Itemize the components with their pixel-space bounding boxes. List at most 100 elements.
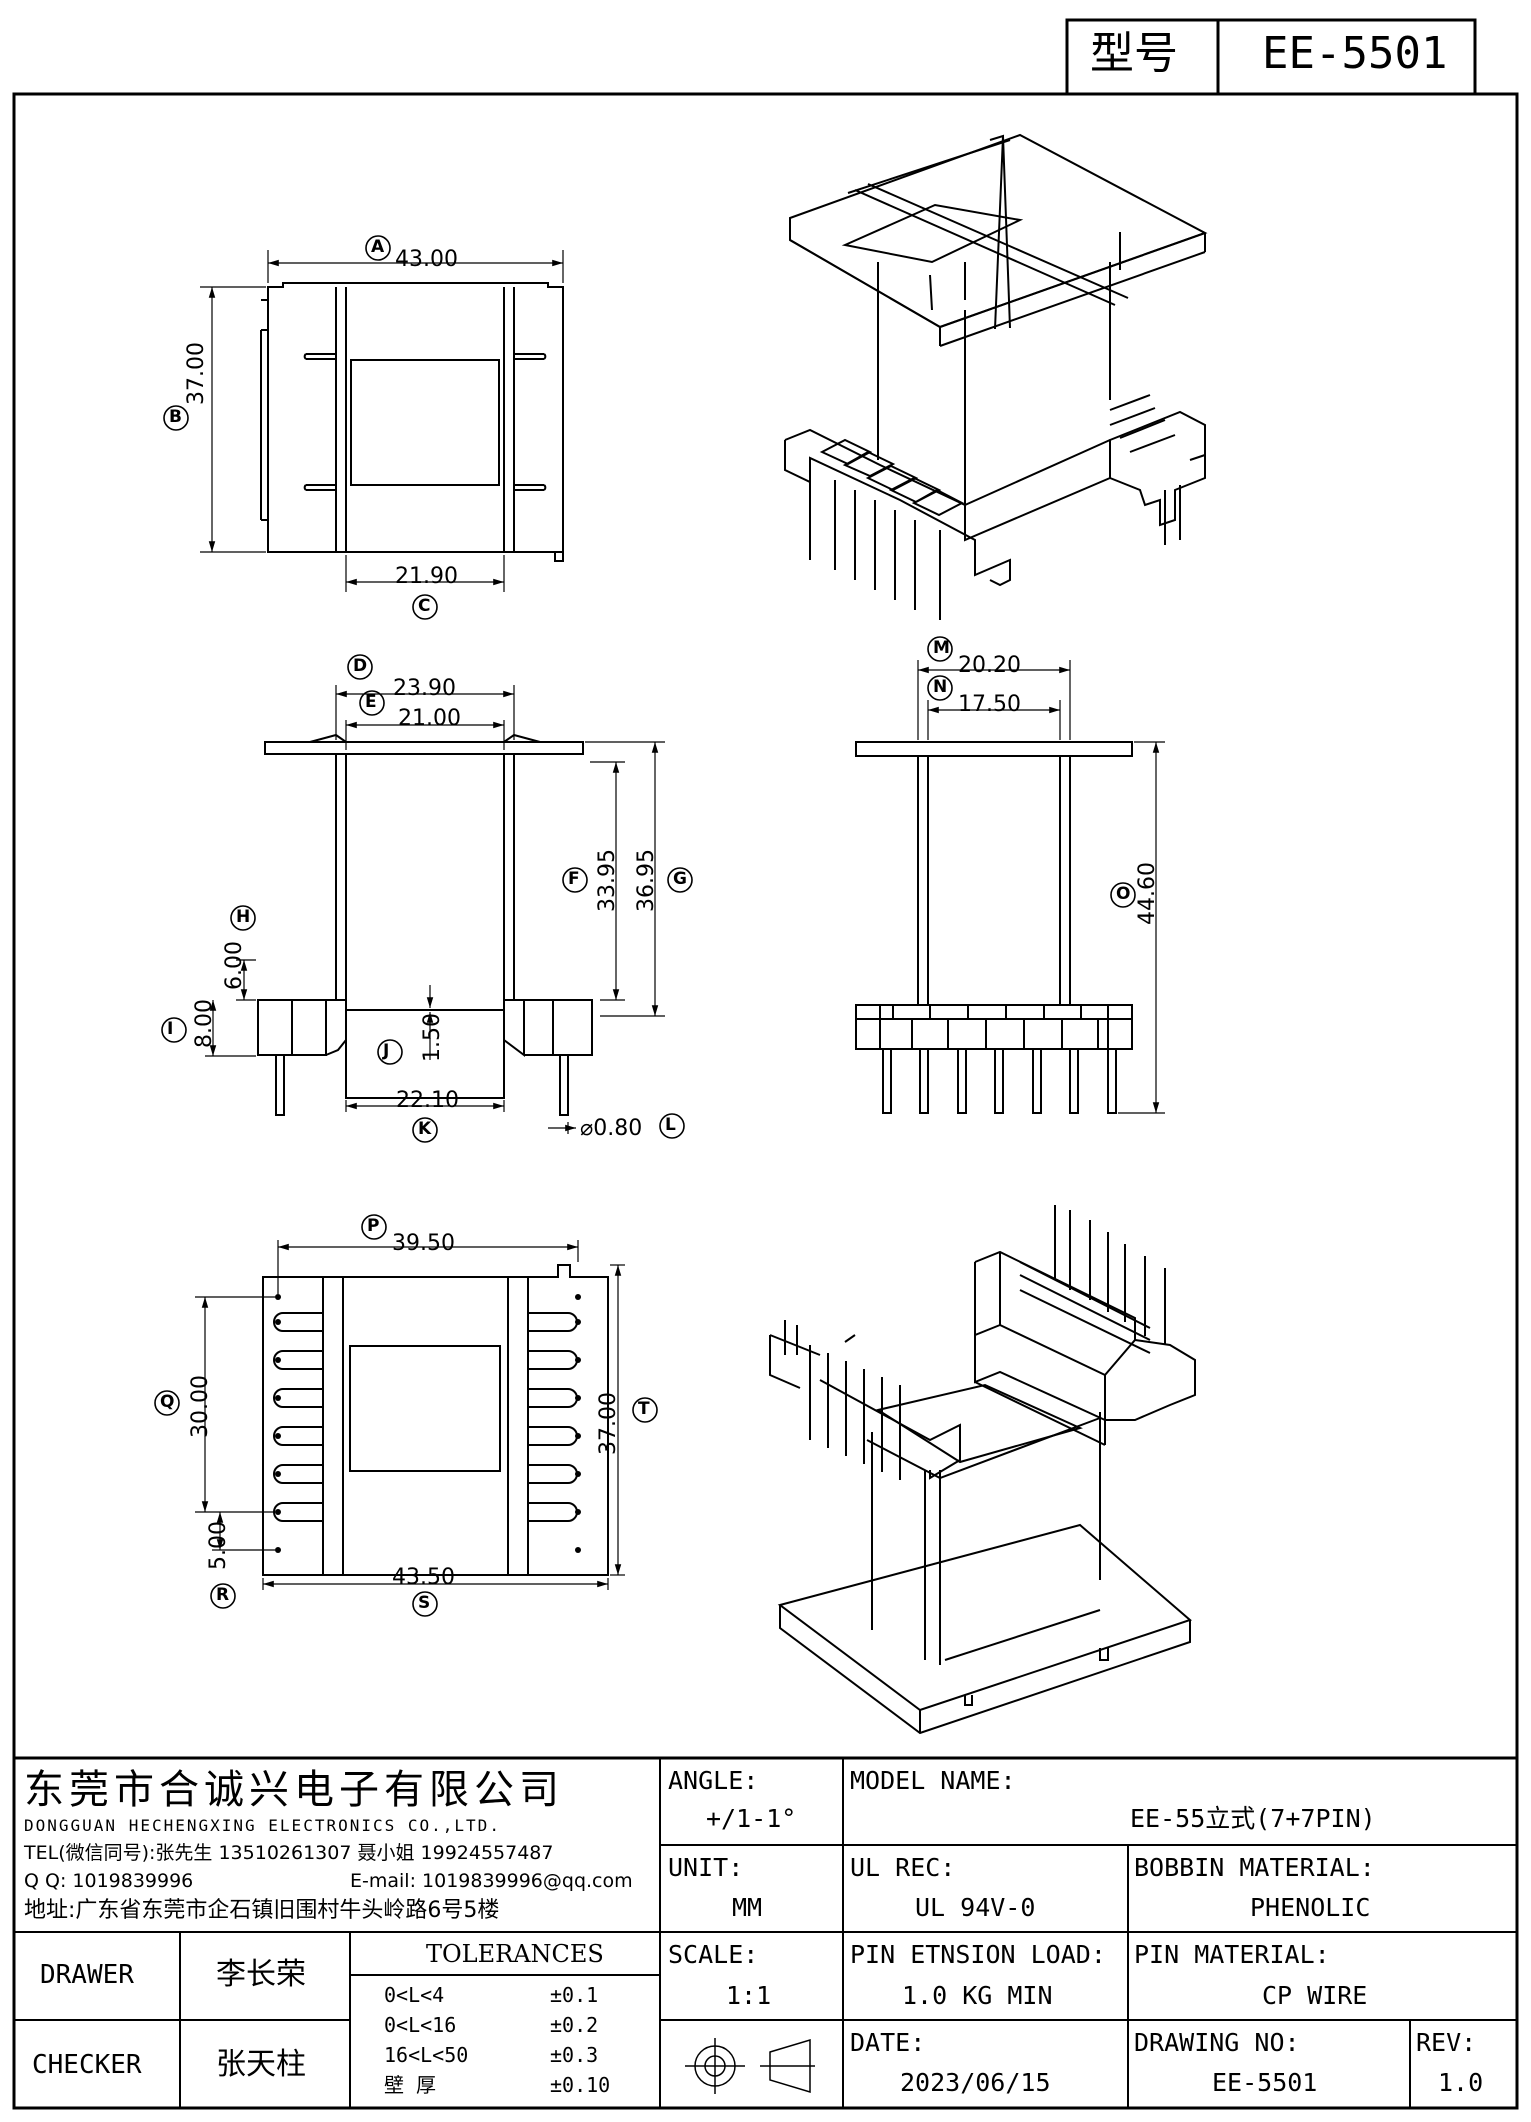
dim-value-n: 17.50: [958, 692, 1021, 717]
dim-value-f: 33.95: [595, 849, 620, 912]
dim-tag-letter: I: [167, 1019, 174, 1039]
header-label: 型号: [1090, 28, 1178, 79]
dim-tag-letter: K: [418, 1119, 432, 1139]
bobbin-material-value: PHENOLIC: [1250, 1893, 1371, 1922]
dim-tag-circle: [667, 867, 693, 893]
dim-tag-letter: F: [568, 869, 580, 889]
dim-value-a: 43.00: [395, 247, 458, 272]
company-name-cn: 东莞市合诚兴电子有限公司: [24, 1767, 564, 1813]
dim-tag-letter: T: [638, 1399, 650, 1419]
dim-value-e: 21.00: [398, 706, 461, 731]
pin-tension-label: PIN ETNSION LOAD:: [850, 1940, 1106, 1969]
dim-tag-circle: [365, 235, 391, 261]
right-pin-slots: [528, 1312, 578, 1522]
pin-material-label: PIN MATERIAL:: [1134, 1940, 1330, 1969]
dim-value-o: 44.60: [1135, 862, 1160, 925]
dim-tag-circle: [230, 905, 256, 931]
pin-dots: [275, 1294, 581, 1553]
dim-tag-circle: [359, 690, 385, 716]
side-view: [855, 660, 1165, 1114]
dim-value-q: 30.00: [188, 1375, 213, 1438]
checker-label: CHECKER: [32, 2050, 142, 2080]
dim-tag-circle: [927, 636, 953, 662]
dim-tag-circle: [412, 1591, 438, 1617]
dim-tag-letter: C: [418, 596, 431, 616]
scale-value: 1:1: [726, 1981, 772, 2010]
dim-value-r: 5.00: [206, 1521, 231, 1570]
dim-value-i: 8.00: [192, 999, 217, 1048]
tolerance-range: 16<L<50: [384, 2043, 469, 2067]
tolerance-range: 0<L<16: [384, 2013, 457, 2037]
ul-rec-label: UL REC:: [850, 1853, 956, 1882]
bobbin-material-label: BOBBIN MATERIAL:: [1134, 1853, 1375, 1882]
ul-rec-value: UL 94V-0: [915, 1893, 1036, 1922]
projection-symbol-icon: [685, 2038, 815, 2094]
dim-tag-circle: [562, 867, 588, 893]
company-address: 地址:广东省东莞市企石镇旧围村牛头岭路6号5楼: [24, 1898, 500, 1923]
dim-tag-circle: [1110, 882, 1136, 908]
dim-tag-letter: D: [353, 656, 368, 676]
rev-label: REV:: [1416, 2028, 1477, 2057]
angle-value: +/1-1°: [706, 1804, 797, 1833]
dim-tag-letter: O: [1116, 884, 1131, 904]
dim-tag-circle: [161, 1017, 187, 1043]
model-name-value: EE-55立式(7+7PIN): [1130, 1804, 1376, 1833]
checker-value: 张天柱: [216, 2047, 306, 2082]
dim-tag-circle: [377, 1039, 403, 1065]
dim-tag-circle: [412, 1117, 438, 1143]
dim-value-j: 1.50: [420, 1013, 445, 1062]
drawing-no-label: DRAWING NO:: [1134, 2028, 1300, 2057]
tolerance-value: ±0.1: [550, 1983, 599, 2007]
company-email: E-mail: 1019839996@qq.com: [350, 1870, 633, 1892]
dim-value-b: 37.00: [184, 342, 209, 405]
dim-tag-letter: S: [418, 1593, 431, 1613]
dim-tag-circle: [632, 1397, 658, 1423]
dim-tag-letter: J: [383, 1041, 390, 1061]
dim-tag-circle: [163, 405, 189, 431]
drawer-label: DRAWER: [40, 1960, 134, 1990]
date-label: DATE:: [850, 2028, 926, 2057]
dim-tag-letter: R: [216, 1585, 230, 1605]
angle-label: ANGLE:: [668, 1766, 759, 1795]
title-block: [14, 1756, 1517, 2108]
bottom-view: [195, 1240, 625, 1590]
dim-tag-circle: [927, 675, 953, 701]
dim-tag-circle: [347, 654, 373, 680]
dim-value-g: 36.95: [634, 849, 659, 912]
date-value: 2023/06/15: [900, 2068, 1051, 2097]
drawer-value: 李长荣: [216, 1957, 306, 1992]
isometric-view-bottom: [769, 1205, 1196, 1735]
dim-value-l: ⌀0.80: [580, 1116, 643, 1141]
dim-tag-letter: E: [365, 692, 377, 712]
dim-tag-circle: [154, 1390, 180, 1416]
dim-tag-letter: A: [371, 237, 385, 257]
dim-value-k: 22.10: [396, 1088, 459, 1113]
dim-tag-letter: M: [933, 638, 950, 658]
header-box: [1065, 18, 1477, 96]
dim-value-p: 39.50: [392, 1231, 455, 1256]
company-tel: TEL(微信同号):张先生 13510261307 聂小姐 1992455748…: [24, 1842, 554, 1864]
unit-value: MM: [732, 1893, 763, 1922]
company-name-en: DONGGUAN HECHENGXING ELECTRONICS CO.,LTD…: [24, 1816, 501, 1835]
tolerance-value: ±0.10: [550, 2073, 611, 2097]
dim-tag-circle: [361, 1214, 387, 1240]
unit-label: UNIT:: [668, 1853, 744, 1882]
dim-tag-letter: L: [665, 1115, 676, 1135]
pin-material-value: CP WIRE: [1262, 1981, 1368, 2010]
dim-value-h: 6.00: [222, 941, 247, 990]
tolerances-label: TOLERANCES: [426, 1940, 604, 1968]
dim-tag-circle: [659, 1113, 685, 1139]
dim-value-d: 23.90: [393, 676, 456, 701]
dim-tag-circle: [210, 1583, 236, 1609]
left-pin-slots: [273, 1312, 323, 1522]
company-qq: Q Q: 1019839996: [24, 1870, 194, 1892]
dim-tag-letter: P: [367, 1216, 380, 1236]
header-model: EE-5501: [1262, 28, 1448, 79]
dim-tag-circle: [412, 594, 438, 620]
dim-value-s: 43.50: [392, 1565, 455, 1590]
tolerance-value: ±0.3: [550, 2043, 599, 2067]
rev-value: 1.0: [1438, 2068, 1484, 2097]
dim-tag-letter: N: [933, 677, 948, 697]
isometric-view-top: [784, 133, 1208, 620]
